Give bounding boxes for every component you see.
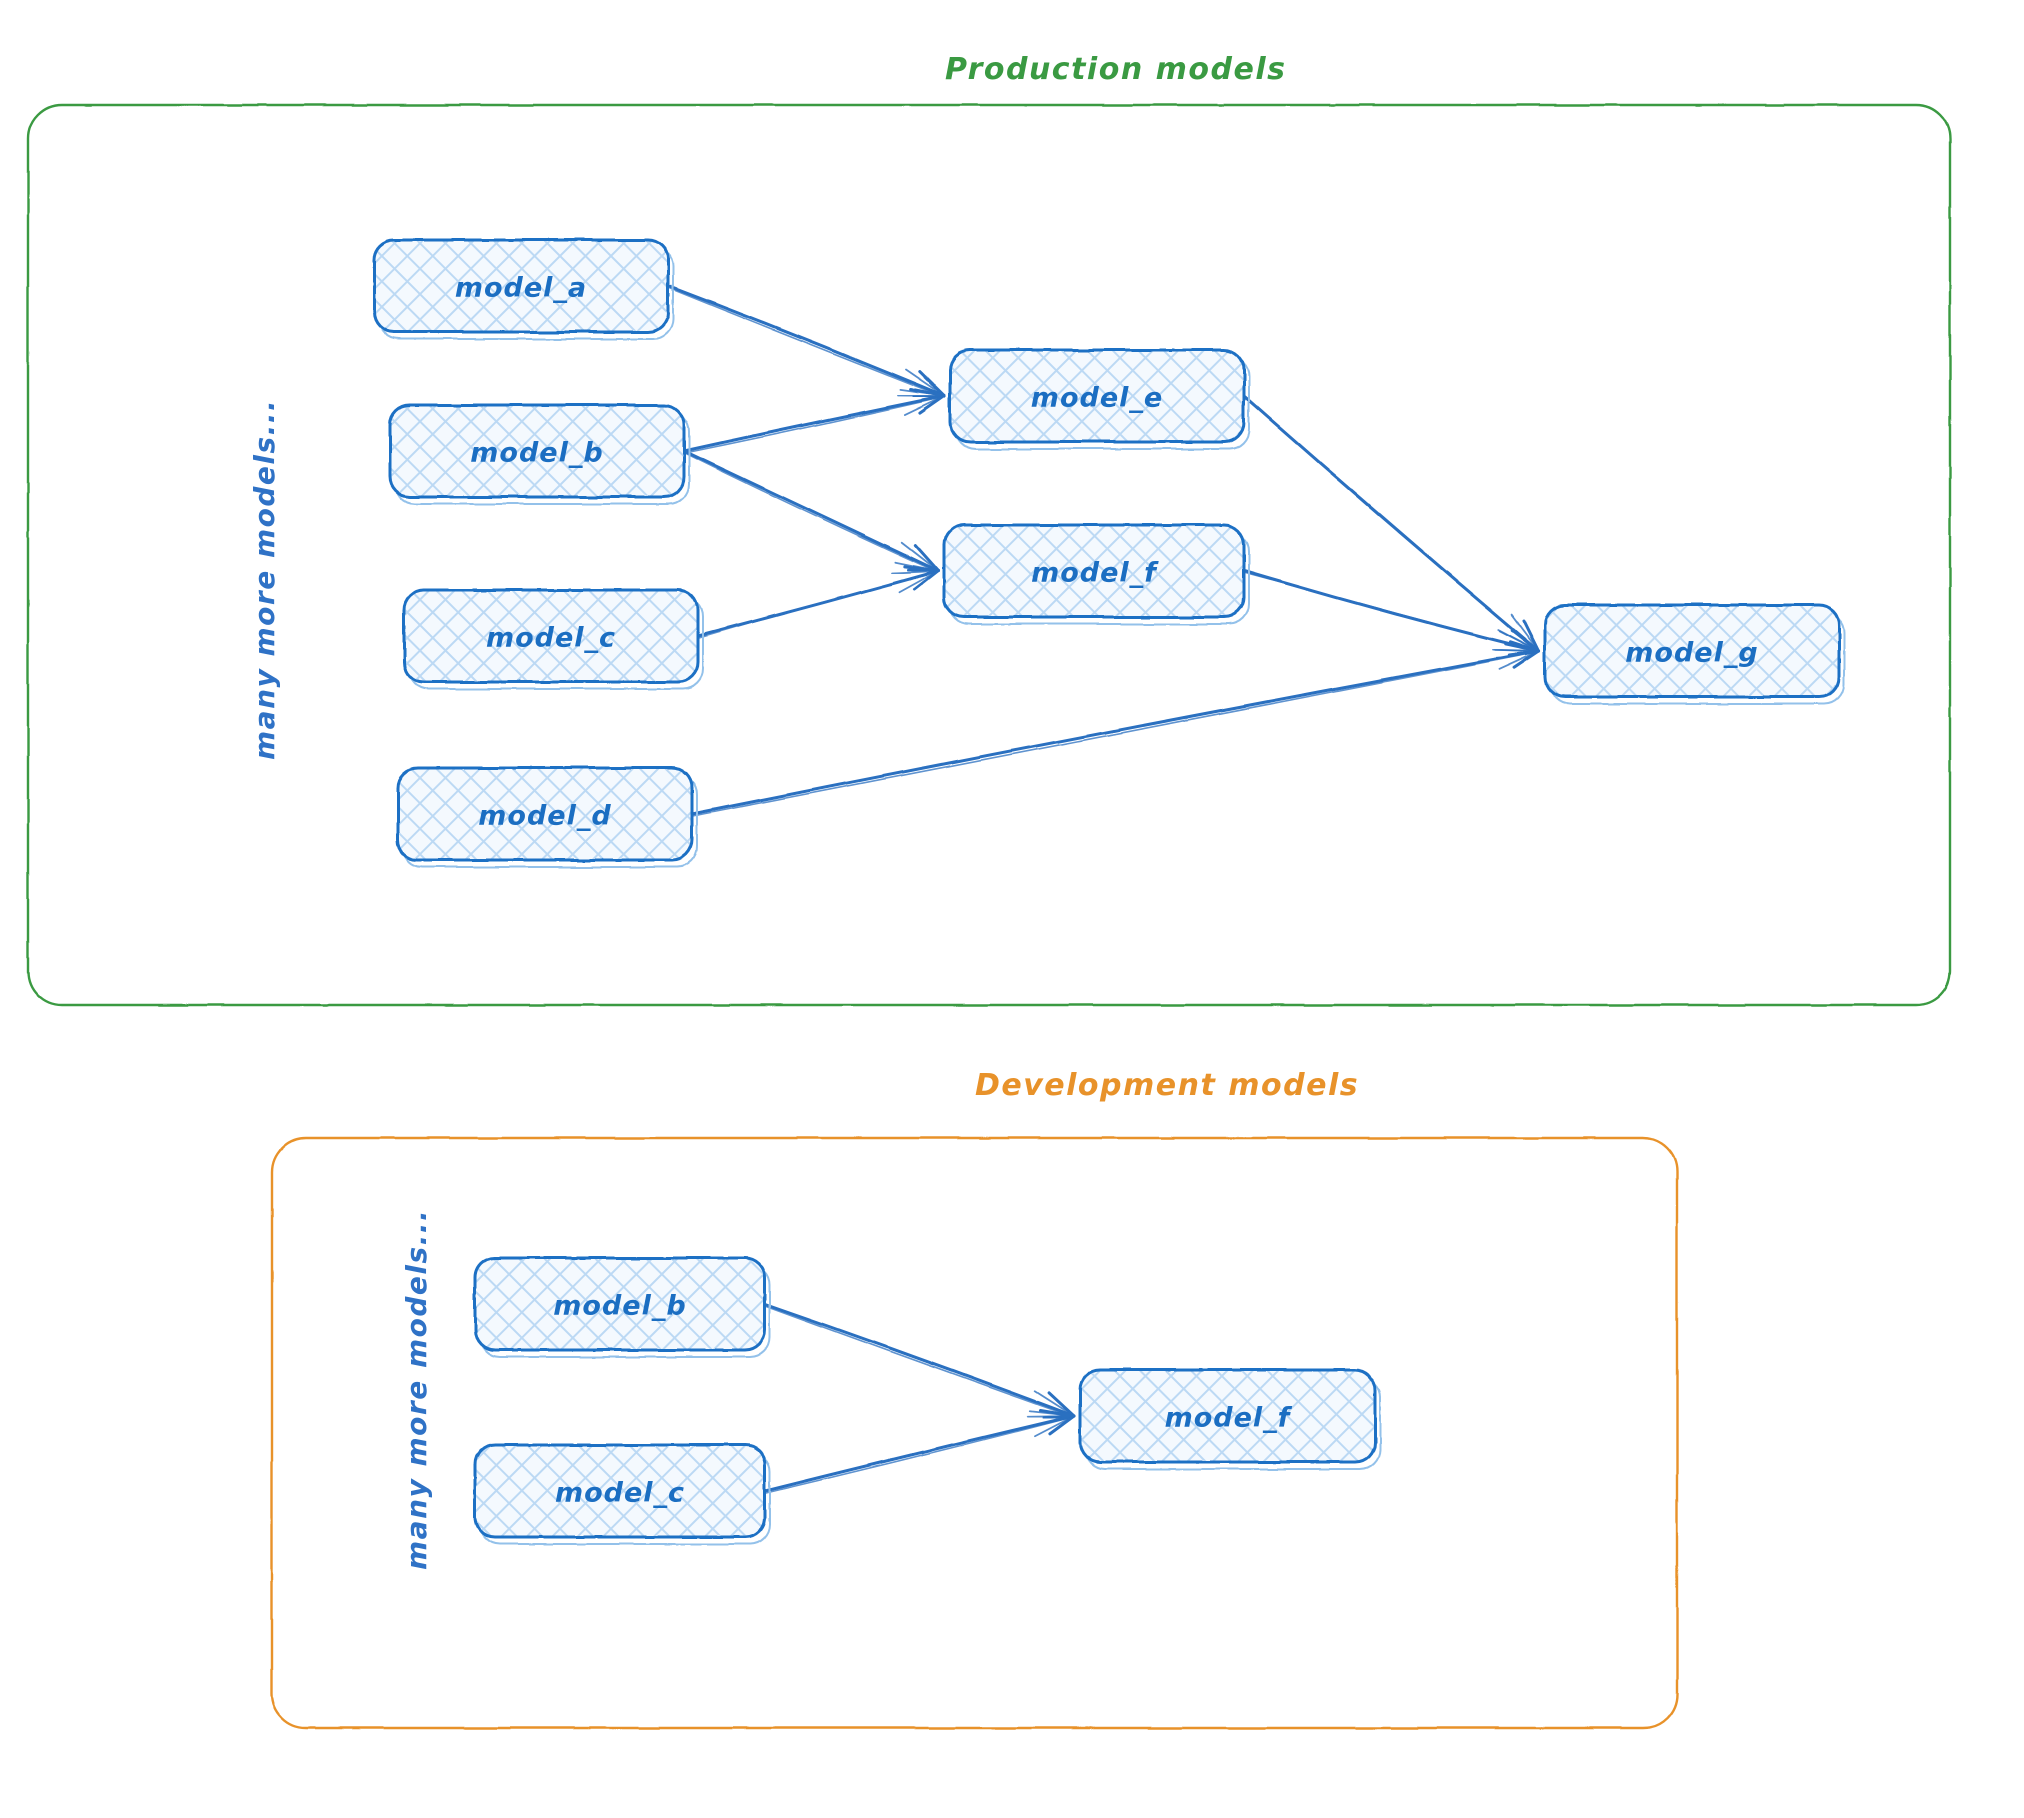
group-frame-production bbox=[26, 103, 1952, 1007]
model-node-prod_g[interactable] bbox=[1543, 603, 1845, 705]
model-node-prod_b[interactable] bbox=[388, 403, 690, 505]
model-node-label-prod_d: model_d bbox=[478, 800, 612, 832]
model-node-label-prod_c: model_c bbox=[485, 622, 617, 654]
model-node-prod_c[interactable] bbox=[402, 588, 704, 690]
group-frames-layer bbox=[26, 103, 1952, 1730]
model-node-prod_a[interactable] bbox=[372, 238, 674, 340]
edge-prod_c-to-prod_f bbox=[696, 564, 940, 639]
edge-prod_b-to-prod_e bbox=[682, 388, 946, 454]
model-node-label-prod_a: model_a bbox=[454, 272, 588, 304]
nodes-layer bbox=[372, 238, 1845, 1545]
model-node-dev_c[interactable] bbox=[473, 1443, 771, 1545]
model-node-label-dev_f: model_f bbox=[1164, 1402, 1291, 1434]
group-frame-development bbox=[270, 1136, 1679, 1730]
edge-prod_a-to-prod_e bbox=[666, 284, 946, 399]
side-note-production: many more models... bbox=[248, 398, 281, 760]
model-node-label-prod_b: model_b bbox=[470, 437, 604, 469]
model-node-prod_d[interactable] bbox=[396, 766, 698, 868]
group-title-development: Development models bbox=[975, 1068, 1360, 1103]
edges-layer bbox=[666, 284, 1541, 1494]
edge-dev_c-to-dev_f bbox=[763, 1409, 1076, 1494]
edge-prod_b-to-prod_f bbox=[682, 449, 940, 573]
model-node-label-prod_g: model_g bbox=[1625, 637, 1759, 669]
edge-prod_d-to-prod_g bbox=[690, 642, 1541, 817]
model-node-label-prod_e: model_e bbox=[1030, 382, 1164, 414]
model-node-label-prod_f: model_f bbox=[1031, 557, 1157, 589]
model-node-dev_b[interactable] bbox=[473, 1256, 771, 1358]
side-note-development: many more models... bbox=[400, 1208, 433, 1570]
group-title-production: Production models bbox=[945, 52, 1287, 87]
model-node-dev_f[interactable] bbox=[1078, 1368, 1381, 1470]
model-node-label-dev_c: model_c bbox=[554, 1477, 686, 1509]
model-node-label-dev_b: model_b bbox=[553, 1290, 687, 1322]
edge-dev_b-to-dev_f bbox=[763, 1302, 1076, 1420]
model-node-prod_f[interactable] bbox=[942, 523, 1250, 625]
model-node-prod_e[interactable] bbox=[948, 348, 1250, 450]
